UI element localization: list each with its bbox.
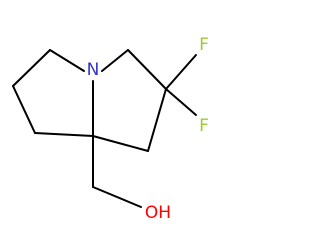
bond-c6-c7 bbox=[147, 88, 167, 152]
bond-c1-c7a bbox=[34, 132, 94, 137]
bond-c2-c1 bbox=[12, 85, 36, 134]
bond-c7-c7a bbox=[92, 135, 149, 152]
fluorine-atom-label-upper: F bbox=[199, 35, 209, 55]
bond-n-c3 bbox=[49, 49, 85, 72]
bond-n-c5 bbox=[101, 49, 129, 72]
bond-c3-c2 bbox=[12, 49, 51, 87]
bond-ch2-o bbox=[92, 186, 142, 208]
bond-skeleton bbox=[12, 49, 197, 208]
bond-c6-f-lower bbox=[165, 88, 197, 116]
nitrogen-atom-label: N bbox=[87, 60, 100, 80]
hydroxyl-group-label: OH bbox=[145, 203, 171, 223]
bond-c5-c6 bbox=[127, 49, 167, 90]
fluorine-atom-label-lower: F bbox=[199, 116, 209, 136]
structure-diagram: N F F OH bbox=[12, 35, 209, 223]
bond-c6-f-upper bbox=[165, 54, 197, 90]
